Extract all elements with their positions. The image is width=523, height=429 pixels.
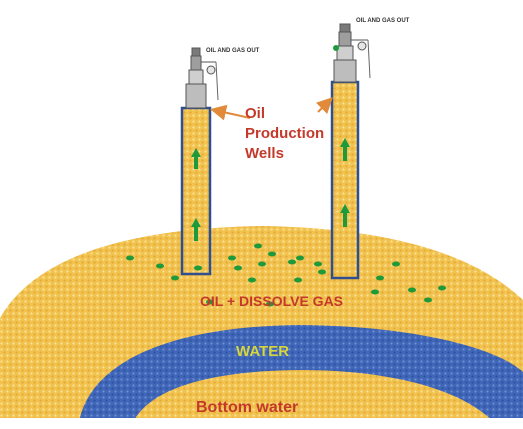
gas-bubble-icon bbox=[288, 259, 296, 265]
bottom-white-strip bbox=[0, 418, 523, 429]
left-wellhead-tag: OIL AND GAS OUT bbox=[206, 48, 260, 54]
right-tag-text: OIL AND GAS OUT bbox=[356, 18, 410, 24]
gas-bubble-icon bbox=[248, 277, 256, 283]
svg-text:OIL AND GAS OUT: OIL AND GAS OUT bbox=[356, 18, 410, 24]
flow-up-arrow-icon bbox=[340, 138, 350, 227]
water-zone-label: WATER bbox=[236, 343, 289, 360]
callout-arrow-icon bbox=[210, 97, 333, 121]
gas-bubble-icon bbox=[254, 243, 262, 249]
gas-bubbles bbox=[126, 243, 446, 307]
production-wells-label: Oil Production Wells bbox=[245, 105, 328, 162]
bottom-oil-zone bbox=[130, 370, 500, 429]
oil-zone-label: OIL + DISSOLVE GAS bbox=[200, 293, 343, 309]
gas-bubble-icon bbox=[318, 269, 326, 275]
gas-bubble-icon bbox=[314, 261, 322, 267]
svg-text:OIL AND GAS OUT: OIL AND GAS OUT bbox=[206, 48, 260, 54]
gas-bubble-icon bbox=[156, 263, 164, 269]
gas-bubble-icon bbox=[376, 275, 384, 281]
gas-bubble-icon bbox=[206, 299, 214, 305]
wellhead-valve-icon bbox=[185, 47, 219, 109]
gas-bubble-icon bbox=[234, 265, 242, 271]
gas-bubble-icon bbox=[408, 287, 416, 293]
gas-bubble-icon bbox=[194, 265, 202, 271]
right-wellhead-tag: OIL AND GAS OUT bbox=[356, 18, 410, 24]
right-production-well bbox=[330, 23, 371, 280]
left-production-well bbox=[180, 47, 219, 276]
gas-bubble-icon bbox=[126, 255, 134, 261]
gas-bubble-icon bbox=[268, 251, 276, 257]
gas-bubble-icon bbox=[294, 277, 302, 283]
gas-bubble-icon bbox=[296, 255, 304, 261]
flow-up-arrow-icon bbox=[191, 148, 201, 241]
wellhead-valve-icon bbox=[333, 23, 371, 83]
gas-bubble-icon bbox=[438, 285, 446, 291]
bottom-water-label: Bottom water bbox=[196, 399, 298, 416]
gas-bubble-icon bbox=[266, 301, 274, 307]
gas-bubble-icon bbox=[258, 261, 266, 267]
gas-bubble-icon bbox=[228, 255, 236, 261]
gas-bubble-icon bbox=[371, 289, 379, 295]
gas-bubble-icon bbox=[424, 297, 432, 303]
gas-bubble-icon bbox=[171, 275, 179, 281]
left-tag-text: OIL AND GAS OUT bbox=[206, 48, 260, 54]
gas-bubble-icon bbox=[392, 261, 400, 267]
